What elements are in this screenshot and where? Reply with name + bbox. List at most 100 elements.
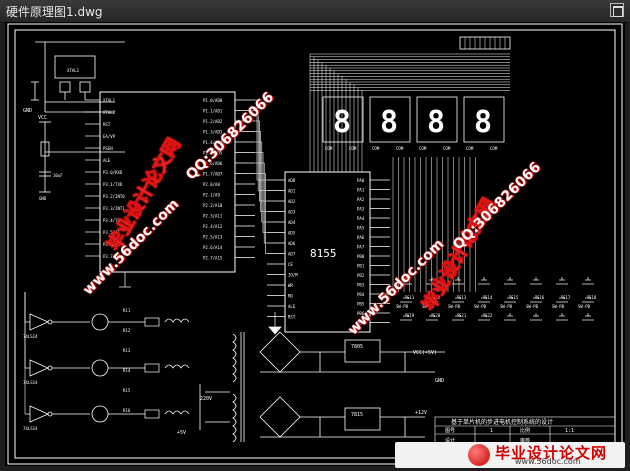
chip-8155-pin-label: PA4 — [357, 216, 365, 221]
power-supply-section — [199, 331, 445, 443]
bus-wire — [255, 173, 267, 254]
mcu-pin-label: PSEN — [103, 146, 113, 151]
chip-8155-label: 8155 — [310, 247, 337, 260]
seven-segment-com-label: COM — [372, 146, 380, 151]
reg-7805-label: 7805 — [351, 344, 363, 350]
voltage-12-label: +12V — [415, 410, 427, 416]
seven-segment-digit — [369, 96, 411, 143]
seven-segment-com-label: COM — [349, 146, 357, 151]
chip-8155-pin-label: PB5 — [357, 302, 365, 307]
seven-segment-com-label: COM — [325, 146, 333, 151]
key-type-label: SW-PB — [474, 304, 487, 309]
mcu-pin-label: P2.7/A15 — [203, 256, 223, 261]
seven-segment-digit — [322, 96, 364, 143]
footer-logo: 毕业设计论文网 www.56doc.com — [395, 442, 625, 468]
seven-segment-value: 8 — [474, 105, 492, 140]
chip-8155-pin-label: PB0 — [357, 254, 365, 259]
drawing-frame-outer — [7, 23, 623, 465]
mcu-pin-label: ALE — [103, 158, 111, 163]
chip-8155-pin-label: ALE — [288, 304, 296, 309]
key-label: S21 — [459, 313, 467, 318]
resistor-label: R14 — [123, 368, 131, 373]
logo-globe-icon — [468, 444, 490, 466]
xtal-label: XTAL1 — [67, 68, 80, 73]
key-type-label: SW-PB — [448, 304, 461, 309]
inverter-label: 74LS14 — [23, 334, 38, 339]
oscillator-section — [31, 41, 125, 113]
chip-8155-pin-label: PB6 — [357, 311, 365, 316]
title-block-drawing-no: 1 — [490, 428, 493, 434]
mcu-chip — [99, 91, 236, 273]
footer-logo-brand: 毕业设计论文网 — [495, 444, 608, 462]
mcu-pin-label: P1.1/AD1 — [203, 109, 223, 114]
motor-coil — [164, 364, 190, 369]
chip-8155-pin-label: PA5 — [357, 226, 365, 231]
resistor-label: R13 — [123, 348, 131, 353]
drawing-frame-inner — [14, 29, 616, 459]
chip-8155-pin-label: AD0 — [288, 178, 296, 183]
key-type-label: SW-PB — [500, 304, 513, 309]
seven-segment-com-label: COM — [419, 146, 427, 151]
title-block-drawing-no-label: 图号 — [445, 428, 455, 434]
chip-8155-pin-label: AD1 — [288, 189, 296, 194]
mcu-pin-label: P2.1/A9 — [203, 193, 220, 198]
chip-8155-pin-label: PA7 — [357, 245, 365, 250]
resistor — [144, 409, 160, 419]
voltage-5-label: +5V — [177, 430, 186, 436]
resistor-label: R15 — [123, 388, 131, 393]
key-label: S22 — [485, 313, 493, 318]
resistor — [144, 363, 160, 373]
chip-8155-pin-label: PA6 — [357, 235, 365, 240]
voltage-220-label: 220V — [200, 396, 212, 402]
chip-8155-pin-label: AD4 — [288, 220, 296, 225]
chip-8155-pin-label: PA3 — [357, 207, 365, 212]
chip-8155-pin-label: AD3 — [288, 210, 296, 215]
mcu-left-pins: XTAL1XTAL2RSTEA/VPPSENALEP3.0/RXDP3.1/TX… — [85, 98, 125, 259]
chip-8155-pin-label: WR — [288, 283, 293, 288]
mcu-pin-label: P3.5/T1 — [103, 230, 120, 235]
gnd-label-psu: GND — [435, 378, 444, 384]
chip-8155-pin-label: IO/M — [288, 273, 298, 278]
segment-bus-lines — [309, 53, 510, 292]
mcu-pin-label: XTAL2 — [103, 110, 116, 115]
title-bar[interactable]: 硬件原理图1.dwg — [0, 0, 630, 23]
key-label: S15 — [511, 295, 519, 300]
mcu-pin-label: P3.2/INT0 — [103, 194, 125, 199]
transistor — [91, 313, 109, 331]
reg-7815-label: 7815 — [351, 412, 363, 418]
key-label: S13 — [459, 295, 467, 300]
bus-wire — [255, 152, 267, 233]
seven-segment-digit — [463, 96, 505, 143]
chip-8155-pin-label: PB3 — [357, 283, 365, 288]
mcu-pin-label: P1.6/AD6 — [203, 161, 223, 166]
mcu-pin-label: P2.0/A8 — [203, 182, 220, 187]
mcu-right-pins: P1.0/AD0P1.1/AD1P1.2/AD2P1.3/AD3P1.4/AD4… — [203, 98, 255, 261]
bus-wires — [255, 99, 267, 254]
transistor — [91, 359, 109, 377]
chip-8155 — [284, 171, 371, 333]
mcu-pin-label: P2.4/A12 — [203, 224, 223, 229]
mcu-pin-label: P1.4/AD4 — [203, 140, 223, 145]
key-type-label: SW-PB — [552, 304, 565, 309]
maximize-button[interactable] — [610, 3, 624, 17]
inverter-gate — [29, 359, 49, 377]
mcu-pin-label: P2.2/A10 — [203, 203, 223, 208]
footer-logo-url: www.56doc.com — [515, 457, 581, 466]
inverter-gate — [29, 313, 49, 331]
motor-coil — [164, 318, 190, 323]
transistor — [91, 405, 109, 423]
mcu-pin-label: RST — [103, 122, 111, 127]
resistor-label: R11 — [123, 308, 131, 313]
title-block-scale: 1:1 — [565, 428, 574, 434]
chip-8155-pin-label: RD — [288, 294, 293, 299]
mcu-pin-label: XTAL1 — [103, 98, 116, 103]
mcu-pin-label: P3.0/RXD — [103, 170, 123, 175]
seven-segment-digit — [416, 96, 458, 143]
key-label: S17 — [563, 295, 571, 300]
title-block-scale-label: 比例 — [520, 427, 530, 434]
key-type-label: SW-PB — [526, 304, 539, 309]
